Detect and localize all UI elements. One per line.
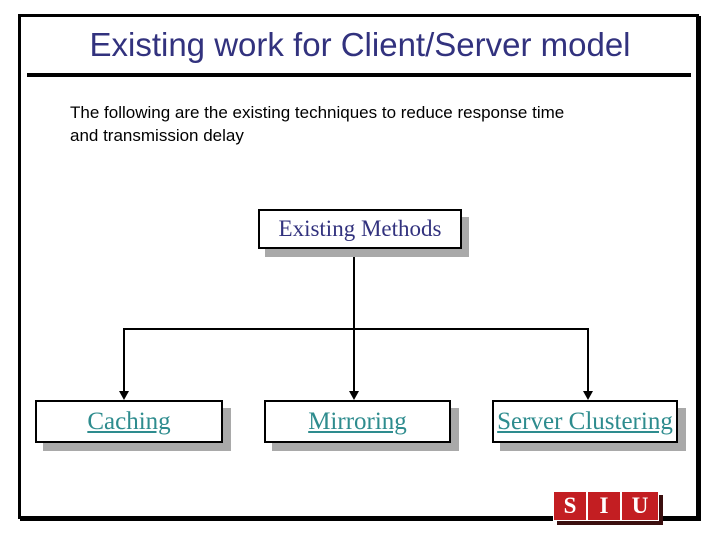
node-server-clustering: Server Clustering [492,400,678,443]
slide-border-frame [18,14,699,519]
node-existing-methods-label: Existing Methods [278,216,442,241]
body-text-line-2: and transmission delay [70,126,244,145]
title-underline-rule [27,73,691,77]
arrow-down-icon [349,391,359,400]
siu-logo: S I U [553,491,659,521]
caching-link[interactable]: Caching [87,407,171,435]
server-clustering-link[interactable]: Server Clustering [497,407,673,435]
connector-drop-server-clustering [587,328,589,392]
arrow-down-icon [583,391,593,400]
connector-drop-mirroring [353,328,355,392]
slide-body-text: The following are the existing technique… [70,101,670,147]
arrow-down-icon [119,391,129,400]
connector-horizontal-bar [124,328,589,330]
body-text-line-1: The following are the existing technique… [70,103,565,122]
siu-logo-letter-u: U [622,492,658,520]
siu-logo-letter-i: I [588,492,620,520]
node-mirroring: Mirroring [264,400,451,443]
node-existing-methods: Existing Methods [258,209,462,249]
mirroring-link[interactable]: Mirroring [308,407,407,435]
slide-title: Existing work for Client/Server model [89,26,631,63]
connector-root-stem [353,249,355,329]
connector-drop-caching [123,328,125,392]
siu-logo-letter-s: S [554,492,586,520]
node-caching: Caching [35,400,223,443]
